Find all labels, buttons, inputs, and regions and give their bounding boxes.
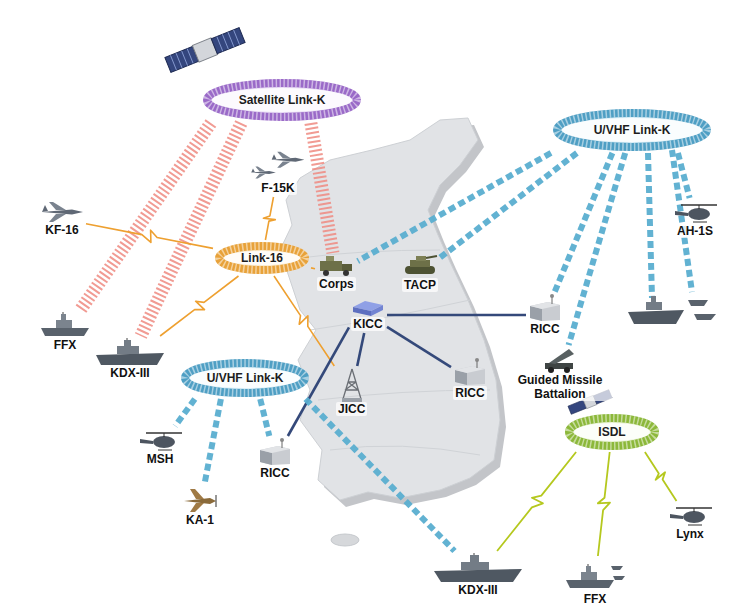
platform-node: TACP <box>401 253 439 293</box>
platform-node: FFX <box>564 557 626 607</box>
platform-node: RICC <box>527 293 563 337</box>
data-link-connector <box>357 333 364 366</box>
platform-label: F-15K <box>259 181 296 195</box>
platform-node: RICC <box>452 357 488 401</box>
data-link-connector <box>306 399 455 551</box>
platform-label: Guided Missile Battalion <box>508 373 612 401</box>
data-link-connector <box>141 123 241 336</box>
platform-label: AH-1S <box>675 224 715 238</box>
data-link-connector <box>358 153 551 261</box>
data-link-connector <box>678 153 690 198</box>
platform-icon <box>528 294 562 322</box>
platform-node: Guided Missile Battalion <box>507 346 613 402</box>
data-link-connector <box>311 267 315 269</box>
platform-node: KDX-III <box>432 552 524 598</box>
data-link-connector <box>204 399 221 485</box>
platform-icon <box>668 503 712 527</box>
platform-icon <box>565 558 625 592</box>
ring-label: Satellite Link-K <box>239 93 326 107</box>
platform-label: KDX-III <box>456 583 499 597</box>
link-ring: Satellite Link-K <box>202 78 362 122</box>
link-ring: Link-16 <box>214 241 310 275</box>
data-link-connector <box>387 314 526 317</box>
platform-label: RICC <box>453 386 486 400</box>
platform-label: RICC <box>258 466 291 480</box>
data-link-connector <box>80 123 211 310</box>
data-link-connector <box>311 123 333 253</box>
platform-label: FFX <box>52 338 79 352</box>
platform-node: Corps <box>316 254 357 292</box>
data-link-connector <box>86 224 213 249</box>
platform-label: KF-16 <box>43 223 80 237</box>
link-ring: U/VHF Link-K <box>180 358 310 398</box>
platform-icon <box>258 438 292 466</box>
platform-node: Lynx <box>667 502 713 542</box>
platform-icon <box>351 299 385 317</box>
platform-label: KA-1 <box>184 513 216 527</box>
data-link-connector <box>497 452 576 551</box>
ring-label: U/VHF Link-K <box>594 123 671 137</box>
platform-icon <box>402 254 438 278</box>
data-link-connector <box>387 327 451 367</box>
platform-icon <box>182 487 218 513</box>
ship-group-illustration <box>628 150 716 324</box>
platform-node: AH-1S <box>672 199 718 239</box>
platform-label: MSH <box>145 452 176 466</box>
data-link-connector <box>263 197 275 240</box>
data-link-connector <box>440 153 577 258</box>
platform-node: KF-16 <box>39 200 85 238</box>
platform-label: JICC <box>336 402 367 416</box>
platform-node: RICC <box>257 437 293 481</box>
platform-node: KICC <box>350 298 386 332</box>
platform-icon <box>40 312 90 338</box>
platform-icon <box>138 428 182 452</box>
platform-node: MSH <box>137 427 183 467</box>
ring-label: U/VHF Link-K <box>207 371 284 385</box>
platform-label: RICC <box>528 322 561 336</box>
platform-label: KICC <box>351 317 384 331</box>
link-ring: U/VHF Link-K <box>552 108 712 152</box>
korea-map <box>280 118 506 546</box>
satellite-icon <box>165 27 246 74</box>
platform-node: JICC <box>335 367 368 417</box>
platform-label: Corps <box>317 277 356 291</box>
platform-icon <box>543 347 577 373</box>
platform-label: FFX <box>582 592 609 606</box>
platform-icon <box>339 368 365 402</box>
platform-label: KDX-III <box>108 366 151 380</box>
platform-icon <box>95 338 165 366</box>
platform-icon <box>40 201 84 223</box>
data-link-connector <box>645 452 677 501</box>
platform-node: KDX-III <box>94 337 166 381</box>
platform-node: F-15K <box>249 150 307 196</box>
ring-label: ISDL <box>598 425 625 439</box>
data-link-connector <box>598 452 610 556</box>
data-link-connector <box>160 276 238 336</box>
platform-icon <box>250 151 306 181</box>
platform-icon <box>453 358 487 386</box>
platform-icon <box>673 200 717 224</box>
data-link-connector <box>175 399 195 426</box>
platform-label: TACP <box>402 278 438 292</box>
data-link-connector <box>569 153 626 345</box>
platform-node: KA-1 <box>181 486 219 528</box>
link-ring: ISDL <box>564 413 660 451</box>
platform-node: FFX <box>39 311 91 353</box>
platform-label: Lynx <box>674 527 706 541</box>
platform-icon <box>318 255 354 277</box>
ring-label: Link-16 <box>241 251 283 265</box>
data-link-connector <box>260 399 269 436</box>
platform-icon <box>433 553 523 583</box>
